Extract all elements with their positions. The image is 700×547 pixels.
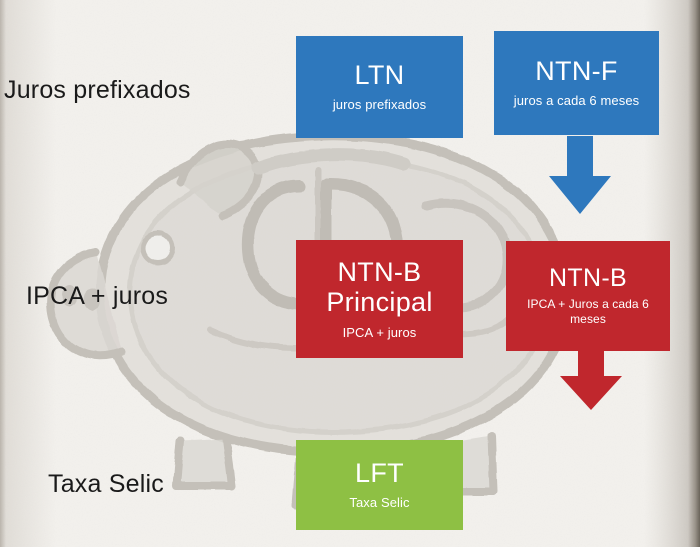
row-label-ipca-juros: IPCA + juros (26, 282, 169, 310)
box-ltn-subtitle: juros prefixados (332, 96, 427, 112)
right-edge-shadow (688, 0, 700, 547)
arrow-down-icon-blue (549, 136, 611, 214)
box-ntnb-subtitle: IPCA + Juros a cada 6 meses (527, 297, 649, 327)
box-ltn-title: LTN (354, 60, 405, 91)
box-ltn[interactable]: LTN juros prefixados (296, 36, 463, 138)
left-edge-shadow (0, 0, 6, 547)
arrow-down-icon-red (560, 350, 622, 410)
box-ntnf-title: NTN-F (535, 56, 618, 87)
box-ntnb-principal-subtitle: IPCA + juros (342, 324, 417, 340)
row-label-juros-prefixados: Juros prefixados (4, 76, 191, 104)
box-lft-subtitle: Taxa Selic (349, 495, 410, 511)
box-ntnb-principal[interactable]: NTN-B Principal IPCA + juros (296, 240, 463, 358)
row-label-taxa-selic: Taxa Selic (48, 470, 164, 498)
box-lft-title: LFT (355, 457, 404, 488)
box-lft[interactable]: LFT Taxa Selic (296, 440, 463, 530)
box-ntnb[interactable]: NTN-B IPCA + Juros a cada 6 meses (506, 241, 670, 351)
box-ntnb-principal-title-line1: NTN-B (337, 257, 422, 288)
box-ntnf[interactable]: NTN-F juros a cada 6 meses (494, 31, 659, 135)
box-ntnb-title: NTN-B (549, 263, 627, 292)
box-ntnb-principal-title-line2: Principal (326, 287, 433, 318)
box-ntnf-subtitle: juros a cada 6 meses (513, 92, 640, 108)
